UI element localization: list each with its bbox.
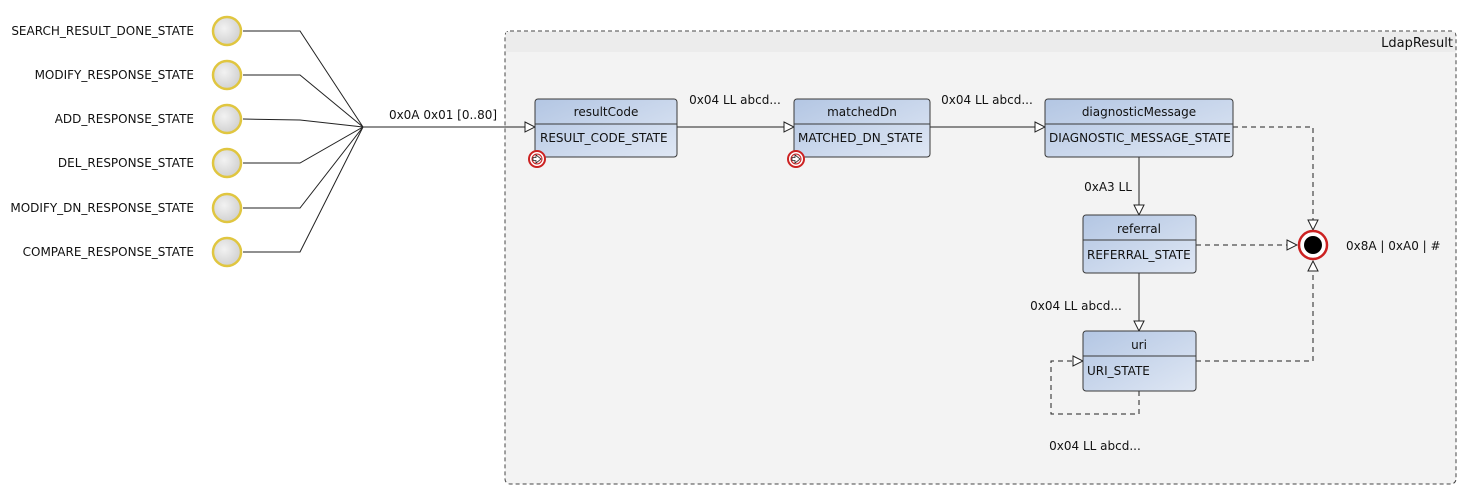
transition-uri-final: [1196, 261, 1313, 362]
transition-lines: [363, 127, 1139, 331]
label-diagnostic-referral: 0xA3 LL: [1084, 180, 1132, 194]
state-label: URI_STATE: [1087, 364, 1150, 378]
state-label: DIAGNOSTIC_MESSAGE_STATE: [1049, 131, 1231, 145]
state-name: uri: [1131, 338, 1147, 352]
entry-state-label: DEL_RESPONSE_STATE: [58, 156, 194, 170]
label-matcheddn-diagnostic: 0x04 LL abcd...: [941, 93, 1033, 107]
state-referral[interactable]: referral REFERRAL_STATE: [1082, 214, 1197, 274]
label-uri-self: 0x04 LL abcd...: [1049, 439, 1141, 453]
label-resultcode-matcheddn: 0x04 LL abcd...: [689, 93, 781, 107]
label-final: 0x8A | 0xA0 | #: [1346, 239, 1441, 253]
entry-state[interactable]: MODIFY_DN_RESPONSE_STATE: [10, 192, 243, 224]
state-label: REFERRAL_STATE: [1087, 248, 1191, 262]
state-label: MATCHED_DN_STATE: [798, 131, 923, 145]
entry-fan-in: [242, 30, 364, 253]
entry-state-label: SEARCH_RESULT_DONE_STATE: [11, 24, 194, 38]
dashed-transitions: [1050, 126, 1313, 415]
entry-state-label: ADD_RESPONSE_STATE: [55, 112, 194, 126]
state-name: diagnosticMessage: [1082, 105, 1196, 119]
entry-states: SEARCH_RESULT_DONE_STATE MODIFY_RESPONSE…: [10, 15, 243, 268]
entry-state[interactable]: ADD_RESPONSE_STATE: [55, 103, 243, 135]
transition-labels: 0x0A 0x01 [0..80] 0x04 LL abcd... 0x04 L…: [389, 93, 1441, 453]
entry-point-icon: [528, 150, 546, 168]
entry-point-icon: [787, 150, 805, 168]
entry-state[interactable]: MODIFY_RESPONSE_STATE: [35, 59, 243, 91]
state-matcheddn[interactable]: matchedDn MATCHED_DN_STATE: [793, 98, 931, 158]
state-name: referral: [1117, 222, 1161, 236]
frame-title: LdapResult: [1381, 36, 1453, 51]
final-state[interactable]: [1297, 229, 1329, 261]
state-diagnosticmessage[interactable]: diagnosticMessage DIAGNOSTIC_MESSAGE_STA…: [1044, 98, 1234, 158]
label-entry-resultcode: 0x0A 0x01 [0..80]: [389, 108, 497, 122]
entry-state[interactable]: DEL_RESPONSE_STATE: [58, 147, 243, 179]
transition-uri-self: [1050, 361, 1140, 415]
state-label: RESULT_CODE_STATE: [540, 131, 668, 145]
transition-diagnostic-final: [1233, 126, 1313, 230]
state-uri[interactable]: uri URI_STATE: [1082, 330, 1197, 392]
entry-state-label: MODIFY_RESPONSE_STATE: [35, 68, 194, 82]
entry-state[interactable]: SEARCH_RESULT_DONE_STATE: [11, 15, 243, 47]
entry-state-label: COMPARE_RESPONSE_STATE: [23, 245, 194, 259]
state-resultcode[interactable]: resultCode RESULT_CODE_STATE: [534, 98, 678, 158]
entry-state[interactable]: COMPARE_RESPONSE_STATE: [23, 236, 243, 268]
state-name: resultCode: [574, 105, 639, 119]
state-name: matchedDn: [827, 105, 897, 119]
entry-state-label: MODIFY_DN_RESPONSE_STATE: [10, 201, 194, 215]
label-referral-uri: 0x04 LL abcd...: [1030, 299, 1122, 313]
